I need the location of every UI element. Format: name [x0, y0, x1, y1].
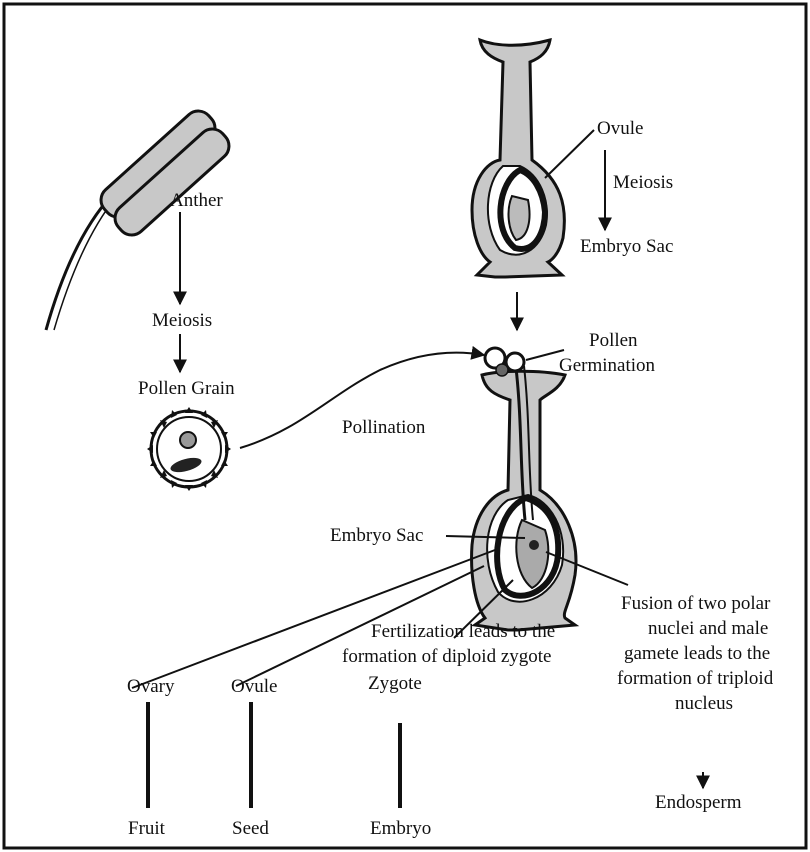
- ovule-top-label: Ovule: [597, 118, 643, 139]
- pistil-top-illustration: [472, 40, 564, 277]
- fate-lines: [148, 702, 400, 808]
- fusion-label-2: nuclei and male: [648, 618, 768, 639]
- seed-label: Seed: [232, 818, 269, 839]
- embryo-sac-top-label: Embryo Sac: [580, 236, 673, 257]
- fertilization-label-1: Fertilization leads to the: [371, 621, 555, 642]
- pollen-grain-label: Pollen Grain: [138, 378, 235, 399]
- pollen-germination-label-1: Pollen: [589, 330, 638, 351]
- pollination-label: Pollination: [342, 417, 426, 438]
- ovule-bottom-label: Ovule: [231, 676, 277, 697]
- fruit-label: Fruit: [128, 818, 166, 839]
- embryo-sac-mid-label: Embryo Sac: [330, 525, 423, 546]
- stamen-illustration: [46, 105, 235, 330]
- pollen-germination-label-2: Germination: [559, 355, 656, 376]
- fertilization-label-2: formation of diploid zygote: [342, 646, 551, 667]
- fusion-label-4: formation of triploid: [617, 668, 774, 689]
- endosperm-label: Endosperm: [655, 792, 742, 813]
- pistil-bottom-illustration: [472, 348, 576, 630]
- fusion-label-1: Fusion of two polar: [621, 593, 771, 614]
- fusion-label-5: nucleus: [675, 693, 733, 714]
- pollen-grain-illustration: [147, 407, 231, 491]
- ovary-label: Ovary: [127, 676, 175, 697]
- zygote-label: Zygote: [368, 673, 422, 694]
- fusion-label-3: gamete leads to the: [624, 643, 770, 664]
- anther-label: Anther: [170, 190, 223, 211]
- embryo-label: Embryo: [370, 818, 431, 839]
- meiosis-right-label: Meiosis: [613, 172, 673, 193]
- meiosis-left-label: Meiosis: [152, 310, 212, 331]
